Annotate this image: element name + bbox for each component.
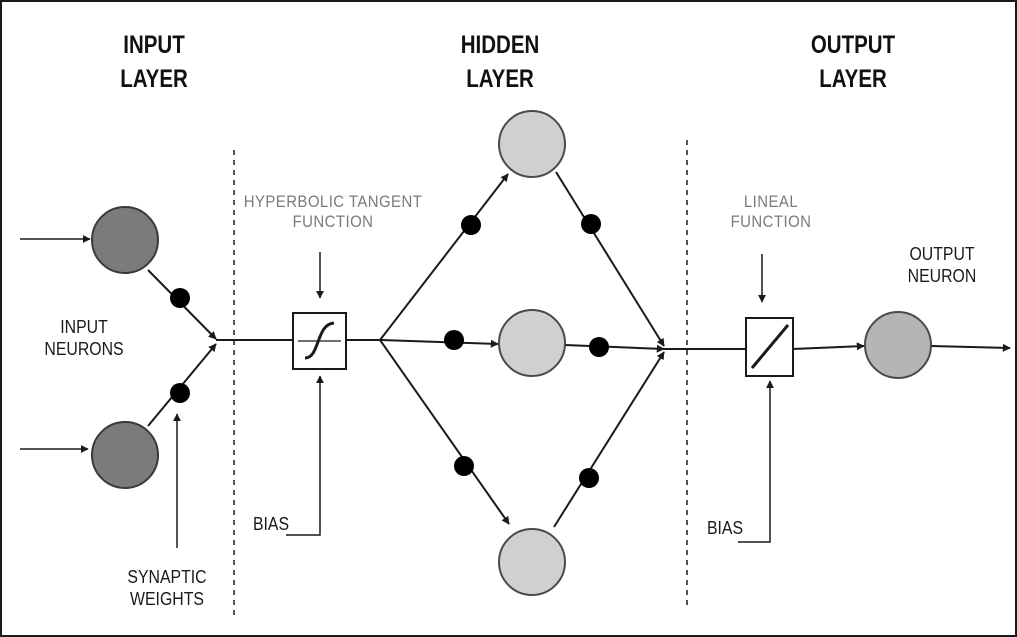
input-neurons-label: INPUT NEURONS bbox=[31, 317, 137, 360]
lineal-function-label-line1: LINEAL bbox=[743, 192, 799, 211]
lineal-function-label: LINEAL FUNCTION bbox=[722, 192, 821, 233]
bias-label-hidden: BIAS bbox=[252, 514, 290, 534]
hidden-layer-heading-line2: LAYER bbox=[466, 64, 534, 93]
synaptic-weights-label-line2: WEIGHTS bbox=[130, 588, 204, 609]
weight-dot bbox=[170, 288, 190, 308]
hidden-neuron-middle bbox=[498, 309, 566, 377]
weight-dot bbox=[444, 330, 464, 350]
weight-dot bbox=[170, 383, 190, 403]
lineal-function-label-line2: FUNCTION bbox=[730, 212, 812, 232]
linear-line-icon bbox=[750, 324, 790, 369]
weight-dot bbox=[589, 337, 609, 357]
connection-linear-out bbox=[792, 342, 865, 351]
connection-merge-middle bbox=[564, 344, 665, 353]
output-layer-heading-line1: OUTPUT bbox=[810, 31, 896, 59]
connection-split-middle bbox=[379, 339, 499, 348]
weight-dot bbox=[461, 215, 481, 235]
connection-split-top bbox=[379, 173, 509, 341]
synaptic-weights-label-line1: SYNAPTIC bbox=[127, 567, 207, 587]
input-layer-heading: INPUT LAYER bbox=[105, 29, 203, 97]
hyperbolic-tangent-label-line2: FUNCTION bbox=[292, 212, 374, 232]
connection-split-bottom bbox=[379, 339, 510, 525]
output-layer-heading-line2: LAYER bbox=[819, 64, 887, 93]
tanh-activation-box bbox=[292, 312, 347, 370]
weight-dot bbox=[579, 468, 599, 488]
input-layer-heading-line1: INPUT bbox=[123, 31, 185, 59]
hidden-neuron-top bbox=[498, 110, 566, 178]
linear-activation-box bbox=[745, 317, 794, 377]
hidden-layer-heading: HIDDEN LAYER bbox=[447, 29, 554, 97]
output-neuron bbox=[864, 311, 932, 379]
input-neurons-label-line1: INPUT bbox=[60, 317, 108, 337]
connection-merge-bottom bbox=[553, 351, 665, 528]
input-neurons-label-line2: NEURONS bbox=[44, 338, 124, 359]
input-layer-heading-line2: LAYER bbox=[120, 64, 188, 93]
input-neuron-bottom bbox=[91, 421, 159, 489]
hidden-neuron-bottom bbox=[498, 528, 566, 596]
weight-dot bbox=[454, 456, 474, 476]
weight-dot bbox=[581, 214, 601, 234]
synaptic-weights-label: SYNAPTIC WEIGHTS bbox=[114, 567, 220, 610]
bias-connector-output bbox=[738, 380, 774, 543]
bias-connector-hidden bbox=[286, 375, 324, 536]
input-neuron-top bbox=[91, 206, 159, 274]
output-neuron-label-line2: NEURON bbox=[907, 265, 977, 286]
output-arrow bbox=[930, 343, 1011, 352]
output-neuron-label-line1: OUTPUT bbox=[909, 244, 975, 264]
bias-label-output: BIAS bbox=[706, 518, 744, 538]
connection-merge-top bbox=[555, 171, 665, 347]
output-layer-heading: OUTPUT LAYER bbox=[800, 29, 907, 97]
tanh-curve-icon bbox=[304, 321, 335, 360]
hidden-layer-heading-line1: HIDDEN bbox=[460, 31, 540, 59]
hyperbolic-tangent-label-line1: HYPERBOLIC TANGENT bbox=[243, 192, 423, 211]
hyperbolic-tangent-label: HYPERBOLIC TANGENT FUNCTION bbox=[237, 192, 429, 233]
output-neuron-label: OUTPUT NEURON bbox=[894, 244, 991, 287]
